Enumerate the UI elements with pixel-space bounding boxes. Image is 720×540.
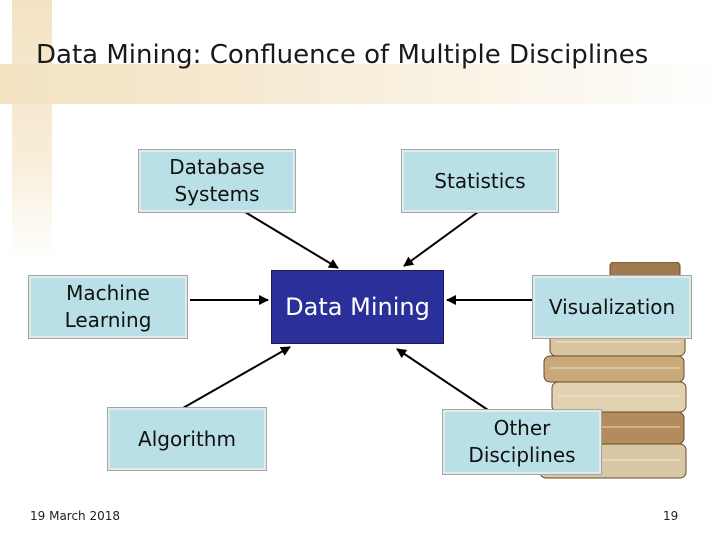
arrow-algorithm-to-center (182, 346, 291, 409)
node-database-systems: Database Systems (139, 150, 295, 212)
node-visualization: Visualization (533, 276, 691, 338)
node-other-disciplines-label: Other Disciplines (468, 416, 576, 467)
paper-strip-vertical (12, 0, 52, 260)
node-machine-learning-label: Machine Learning (64, 281, 152, 332)
node-other-disciplines: Other Disciplines (443, 410, 601, 474)
node-data-mining-label: Data Mining (285, 293, 430, 321)
node-statistics: Statistics (402, 150, 558, 212)
node-statistics-label: Statistics (434, 168, 526, 193)
node-visualization-label: Visualization (548, 294, 676, 319)
node-machine-learning: Machine Learning (29, 276, 187, 338)
node-algorithm: Algorithm (108, 408, 266, 470)
footer-page-number: 19 (663, 509, 679, 523)
footer-date: 19 March 2018 (30, 509, 121, 523)
node-algorithm-label: Algorithm (138, 426, 236, 451)
slide-title: Data Mining: Confluence of Multiple Disc… (36, 40, 649, 70)
arrow-statistics-to-center (403, 211, 479, 267)
node-data-mining: Data Mining (271, 270, 444, 344)
paper-strip-horizontal (0, 64, 720, 104)
arrow-other-to-center (396, 348, 489, 411)
node-database-systems-label: Database Systems (169, 155, 265, 206)
arrow-database-to-center (244, 211, 339, 269)
